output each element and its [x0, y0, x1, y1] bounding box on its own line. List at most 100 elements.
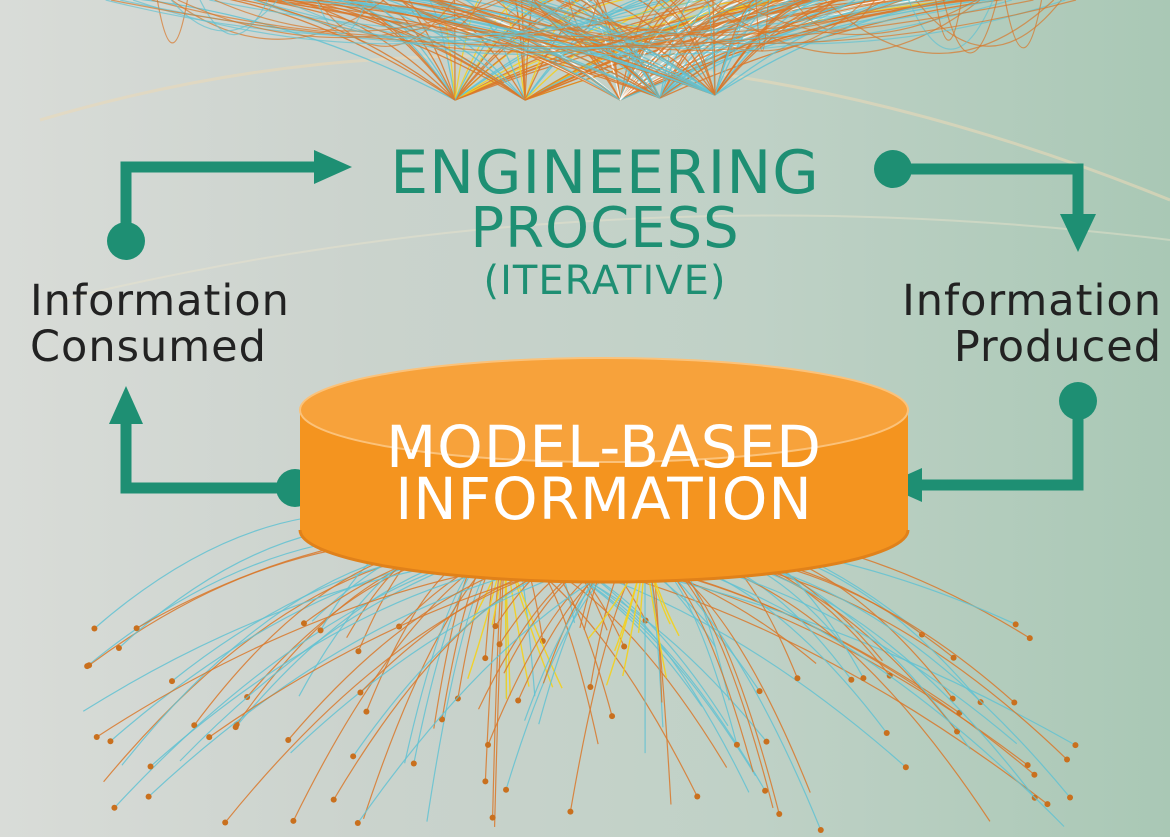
network-node [954, 728, 961, 735]
network-edge [199, 0, 269, 36]
network-edge [659, 0, 771, 99]
network-node [482, 655, 489, 662]
network-edge [316, 0, 368, 34]
network-node [496, 641, 503, 648]
network-edge [132, 0, 650, 45]
network-edge [454, 0, 811, 101]
network-edge [533, 0, 661, 47]
network-edge [659, 0, 713, 99]
network-node [111, 804, 118, 811]
network-edge [380, 0, 456, 101]
network-edge [710, 0, 981, 55]
network-node [145, 793, 152, 800]
database-label-line2: INFORMATION [395, 465, 813, 533]
network-edge [156, 0, 188, 44]
network-node [107, 738, 114, 745]
network-edge [494, 0, 661, 99]
network-edge [399, 0, 703, 42]
network-edge [454, 0, 583, 101]
network-edge [579, 0, 661, 99]
network-node [587, 683, 594, 690]
network-node [733, 741, 740, 748]
network-edge [669, 0, 716, 96]
arrow-icon [1060, 214, 1096, 252]
network-edge [454, 0, 614, 101]
network-node [694, 793, 701, 800]
network-edge [556, 0, 763, 31]
database-label-line1: MODEL-BASED [386, 413, 822, 481]
network-edge [413, 0, 716, 96]
network-node [860, 675, 867, 682]
network-edge [224, 551, 646, 823]
produced-label-line2: Produced [953, 322, 1162, 372]
network-edge [659, 0, 749, 99]
network-node [300, 620, 307, 627]
network-node [1031, 771, 1038, 778]
network-edge [755, 0, 769, 52]
network-edge [714, 0, 819, 96]
network-node [1072, 742, 1079, 749]
network-node [762, 787, 769, 794]
network-node [1064, 756, 1071, 763]
network-edge [439, 0, 456, 101]
network-edge [454, 0, 754, 101]
network-node [330, 796, 337, 803]
network-edge [714, 0, 773, 96]
network-edge [253, 0, 1012, 56]
network-edge [706, 0, 716, 96]
network-edge [524, 0, 789, 101]
network-edge [600, 0, 716, 96]
network-edge [619, 0, 654, 101]
network-edge [659, 0, 780, 99]
network-edge [585, 0, 661, 99]
network-edge [292, 547, 506, 822]
produced-label-line1: Information [902, 276, 1162, 326]
network-edge [935, 0, 962, 41]
network-node [621, 643, 628, 650]
network-node [285, 736, 292, 743]
network-node [756, 688, 763, 695]
consumed-to-process-arrow [107, 150, 352, 260]
network-edge [712, 0, 716, 96]
network-edge [504, 547, 766, 792]
network-edge [462, 0, 716, 96]
database-to-consumed-arrow [109, 386, 314, 507]
network-node [355, 648, 362, 655]
network-node [609, 713, 616, 720]
network-edge [177, 0, 505, 39]
network-node [350, 753, 357, 760]
network-edge [526, 0, 723, 34]
network-edge [507, 0, 661, 99]
network-node [515, 697, 522, 704]
network-edge [370, 0, 568, 44]
network-node [439, 716, 446, 723]
process-to-produced-arrow [874, 150, 1096, 252]
background-arc [59, 214, 1170, 301]
arrow-icon [109, 386, 143, 424]
network-node [883, 729, 890, 736]
network-node [763, 738, 770, 745]
network-node [482, 778, 489, 785]
network-node [1011, 699, 1018, 706]
network-node [776, 811, 783, 818]
network-node [206, 734, 213, 741]
network-edge [348, 0, 456, 101]
network-node [191, 722, 198, 729]
network-node [902, 764, 909, 771]
network-node [1026, 635, 1033, 642]
network-node [489, 814, 496, 821]
network-node [950, 654, 957, 661]
network-node [454, 695, 461, 702]
network-node [567, 808, 574, 815]
network-edge [291, 0, 716, 96]
network-node [317, 627, 324, 634]
network-edge [942, 0, 998, 54]
network-node [169, 678, 176, 685]
network-edge [637, 0, 716, 96]
network-edge [111, 0, 1034, 48]
network-edge [660, 0, 716, 96]
network-edge [311, 0, 526, 101]
network-edge [171, 0, 385, 40]
network-node [503, 786, 510, 793]
network-edge [258, 0, 661, 99]
